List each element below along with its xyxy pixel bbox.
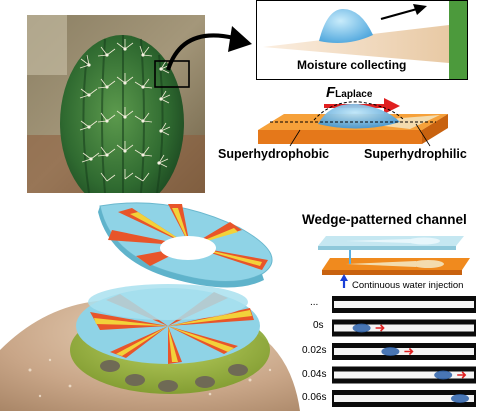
- force-label: FLaplace: [326, 84, 372, 101]
- timeline-strip: [332, 296, 476, 313]
- droplet-mark: [381, 347, 400, 356]
- timeline-label: 0.04s: [302, 369, 327, 380]
- strip-channel: [334, 301, 474, 308]
- strip-channel: [334, 371, 474, 379]
- direction-arrow-icon: [404, 347, 414, 356]
- injection-label: Continuous water injection: [352, 280, 464, 291]
- force-subscript: Laplace: [335, 89, 373, 100]
- cactus-surface: [449, 1, 467, 79]
- strip-channel: [334, 348, 474, 355]
- laplace-diagram: FLaplace Superhydrophobic Superhydrophil…: [218, 84, 467, 164]
- timeline-label: 0.02s: [302, 345, 327, 356]
- moisture-inset: Moisture collecting: [256, 0, 468, 80]
- channel-schematic: [318, 236, 470, 288]
- droplet-mark: [352, 323, 371, 333]
- device-render: [0, 202, 300, 411]
- timeline-strip: [332, 319, 476, 337]
- direction-arrow-icon: [375, 324, 385, 332]
- superhydrophilic-label: Superhydrophilic: [364, 147, 467, 161]
- timeline-strip: [332, 390, 476, 407]
- timeline-label: ...: [310, 297, 319, 308]
- timeline-label: 0s: [313, 320, 324, 331]
- water-droplet: [319, 9, 373, 43]
- top-disk: [98, 202, 273, 288]
- cactus-photo: [27, 15, 205, 211]
- droplet-mark: [434, 370, 453, 380]
- moisture-label: Moisture collecting: [297, 58, 407, 72]
- timeline-strip: [332, 343, 476, 360]
- zoom-arrow-icon: [166, 26, 252, 71]
- channel-title: Wedge-patterned channel: [302, 212, 467, 227]
- timeline-strip: [332, 366, 476, 384]
- force-symbol: F: [326, 84, 336, 101]
- strip-channel: [334, 324, 474, 332]
- timeline-strips: [332, 296, 476, 407]
- timeline-label: 0.06s: [302, 392, 327, 403]
- strip-channel: [334, 395, 474, 402]
- motion-arrow-icon: [380, 7, 418, 21]
- direction-arrow-icon: [457, 371, 467, 379]
- droplet-mark: [451, 394, 469, 403]
- superhydrophobic-label: Superhydrophobic: [218, 147, 330, 161]
